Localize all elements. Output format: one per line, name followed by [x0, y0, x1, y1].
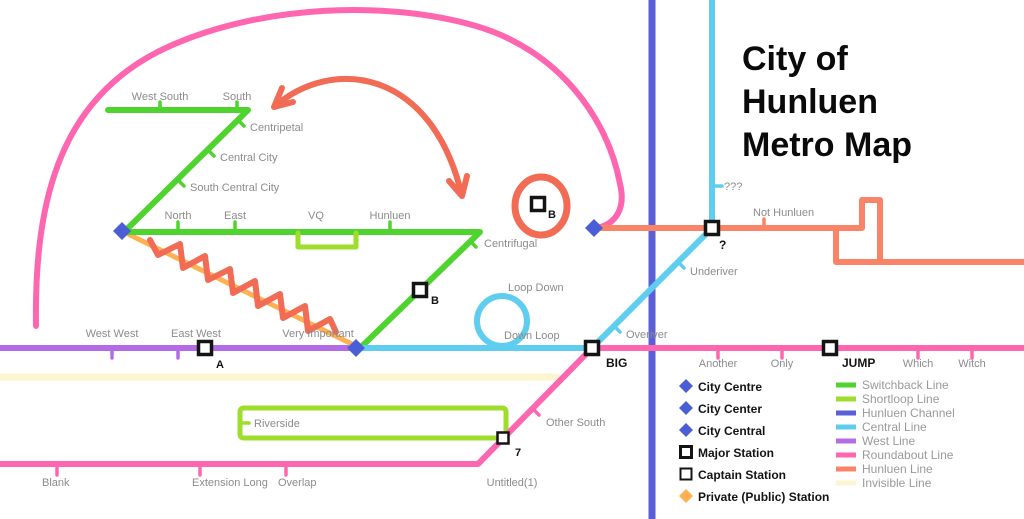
station-label-centripetal: Centripetal	[250, 122, 303, 134]
west-line-ticks	[110, 349, 180, 360]
city-centre-diamond	[113, 222, 131, 240]
central-line	[353, 0, 715, 351]
legend-city-center-diamond-icon	[679, 401, 693, 415]
station-label-big: BIG	[606, 356, 627, 370]
legend-major-station-label: Major Station	[698, 446, 774, 460]
major-station-big	[583, 339, 601, 357]
station-label-b: B	[431, 295, 439, 307]
station-label-only: Only	[771, 358, 794, 370]
page-title-line1: City of	[742, 40, 848, 78]
station-label-other-south: Other South	[546, 417, 605, 429]
station-label-west-south: West South	[132, 91, 189, 103]
roundabout-line-southwest	[0, 345, 595, 467]
major-station-b-circled	[529, 195, 547, 213]
station-label-east-west: East West	[171, 328, 221, 340]
station-label-question: ?	[719, 238, 726, 252]
central-line-loop	[474, 293, 530, 349]
roundabout-line-ticks	[55, 349, 974, 477]
station-label-underiver: Underiver	[690, 266, 738, 278]
station-label-which: Which	[903, 358, 934, 370]
major-station-b	[411, 281, 429, 299]
hunluen-line	[593, 197, 1024, 265]
legend-invisible-label: Invisible Line	[862, 476, 932, 490]
station-label-extension-long: Extension Long	[192, 477, 268, 489]
legend-city-center-label: City Center	[698, 402, 762, 416]
switchback-line-ticks	[158, 100, 478, 249]
station-label-hunluen: Hunluen	[370, 210, 411, 222]
station-label-south-central-city: South Central City	[190, 182, 280, 194]
station-label-riverside: Riverside	[254, 418, 300, 430]
page-title-line2: Hunluen	[742, 83, 878, 121]
station-label-jump: JUMP	[842, 356, 875, 370]
legend-city-central-label: City Central	[698, 424, 765, 438]
station-label-east: East	[224, 210, 246, 222]
station-label-overlap: Overlap	[278, 477, 317, 489]
station-label-another: Another	[699, 358, 738, 370]
station-label-7: 7	[515, 447, 521, 459]
shortloop-vq-loop	[295, 230, 359, 250]
station-label-witch: Witch	[958, 358, 986, 370]
station-label-down-loop: Down Loop	[504, 330, 560, 342]
legend-city-centre-diamond-icon	[679, 379, 693, 393]
station-label-west-west: West West	[86, 328, 139, 340]
station-label-central-city: Central City	[220, 152, 278, 164]
station-label-centrifugal: Centrifugal	[484, 238, 537, 250]
central-line-ticks	[612, 184, 724, 334]
legend-shortloop-label: Shortloop Line	[862, 392, 940, 406]
station-label-not-hunluen: Not Hunluen	[753, 207, 814, 219]
station-label-b-circled: B	[548, 209, 556, 221]
legend-west-label: West Line	[862, 434, 915, 448]
legend-roundabout-label: Roundabout Line	[862, 448, 954, 462]
station-label-loop-down: Loop Down	[508, 282, 564, 294]
legend-city-centre-label: City Centre	[698, 380, 762, 394]
station-label-blank: Blank	[42, 477, 70, 489]
station-label-vq: VQ	[308, 210, 324, 222]
legend-lines: Switchback Line Shortloop Line Hunluen C…	[836, 378, 955, 490]
legend-private-station-diamond-icon	[679, 489, 693, 503]
station-label-qqq: ???	[724, 181, 742, 193]
station-label-south: South	[223, 91, 252, 103]
major-station-a	[196, 339, 214, 357]
major-station-jump	[821, 339, 839, 357]
page-title-line3: Metro Map	[742, 126, 912, 164]
legend-captain-station-icon	[679, 467, 693, 481]
legend-central-label: Central Line	[862, 420, 927, 434]
legend-major-station-icon	[679, 445, 693, 459]
station-label-a: A	[216, 359, 224, 371]
station-label-very-important: Very Important	[282, 328, 354, 340]
legend-markers: City Centre City Center City Central Maj…	[679, 379, 829, 504]
legend-switchback-label: Switchback Line	[862, 378, 949, 392]
annotation-circle	[511, 173, 571, 239]
legend-hunluen-label: Hunluen Line	[862, 462, 933, 476]
city-center-diamond	[347, 339, 365, 357]
legend-city-central-diamond-icon	[679, 423, 693, 437]
city-central-diamond	[585, 219, 603, 237]
hunluen-line-branch	[833, 227, 883, 265]
legend-captain-station-label: Captain Station	[698, 468, 786, 482]
station-label-untitled: Untitled(1)	[487, 477, 538, 489]
annotation-arrow	[271, 75, 470, 199]
major-station-question	[703, 219, 721, 237]
roundabout-line-arc	[32, 7, 625, 329]
station-label-overiver: Overiver	[626, 329, 668, 341]
annotation-squiggle	[147, 237, 339, 335]
captain-station-7	[496, 431, 510, 445]
legend-private-station-label: Private (Public) Station	[698, 490, 829, 504]
legend-channel-label: Hunluen Channel	[862, 406, 955, 420]
station-label-north: North	[165, 210, 192, 222]
